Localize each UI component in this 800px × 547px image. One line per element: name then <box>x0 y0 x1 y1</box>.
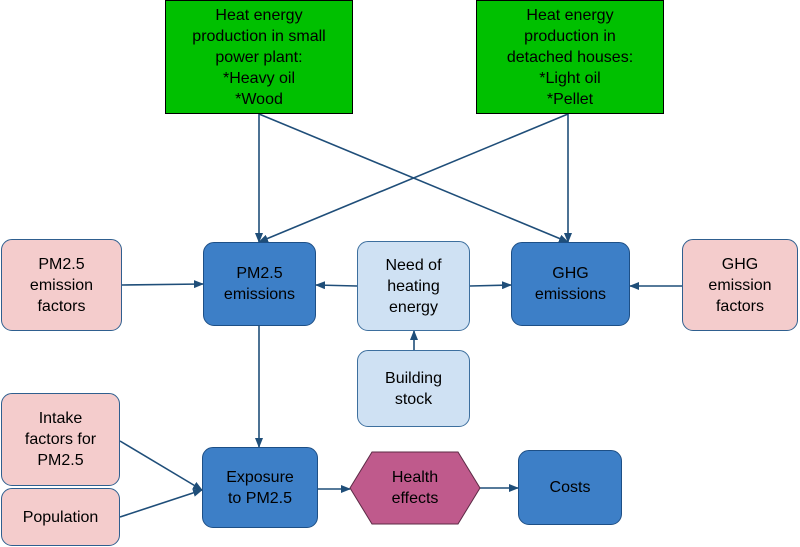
arrow-intake-to-exposure <box>119 440 203 491</box>
arrow-pmfactors-to-pm <box>121 280 204 289</box>
node-health-effects: Health effects <box>391 469 439 507</box>
arrow-houses-to-pm <box>258 113 569 243</box>
arrow-need-to-pm <box>315 281 358 290</box>
node-pm25-emissions: PM2.5 emissions <box>203 242 316 326</box>
node-exposure-to-pm25: Exposure to PM2.5 <box>202 447 318 528</box>
node-small-power-plant: Heat energy production in small power pl… <box>165 0 353 114</box>
node-detached-houses: Heat energy production in detached house… <box>476 0 664 114</box>
arrow-population-to-exposure <box>119 489 203 518</box>
node-building-stock: Building stock <box>357 350 470 427</box>
health-effects-hexagon <box>349 451 481 525</box>
node-need-of-heating-energy: Need of heating energy <box>357 241 470 331</box>
node-population: Population <box>1 488 120 546</box>
node-ghg-emission-factors: GHG emission factors <box>682 239 798 331</box>
node-ghg-emissions: GHG emissions <box>511 242 630 326</box>
node-costs: Costs <box>518 450 622 525</box>
node-pm25-emission-factors: PM2.5 emission factors <box>1 239 122 331</box>
arrow-need-to-ghg <box>469 281 512 290</box>
node-intake-factors: Intake factors for PM2.5 <box>1 393 120 486</box>
